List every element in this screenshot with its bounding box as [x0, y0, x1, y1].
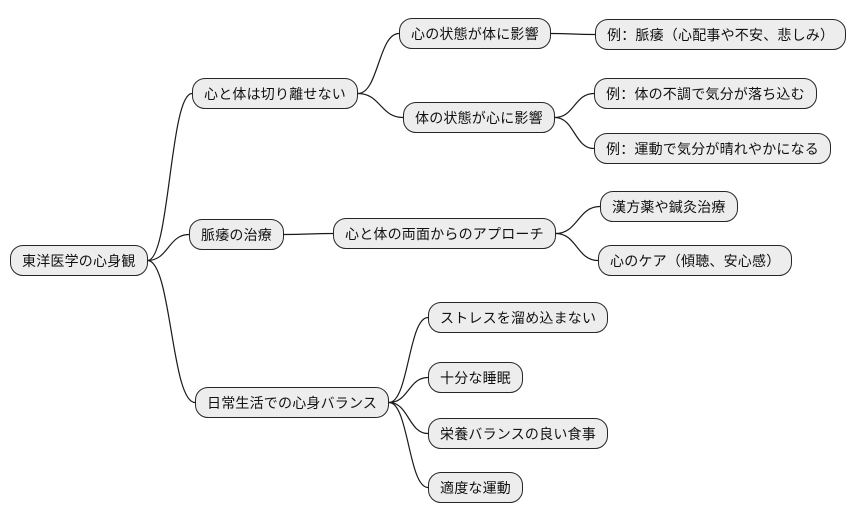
edge-root-to-n1 [147, 92, 193, 262]
edge-n2-1-to-n2-1-1 [555, 205, 601, 235]
node-label: 体の状態が心に影響 [415, 109, 543, 126]
edge-n1-2-to-n1-2-1 [554, 92, 595, 119]
node-label: 日常生活での心身バランス [207, 394, 378, 411]
mindmap-node-n1-2-2[interactable]: 例：運動で気分が晴れやかになる [594, 133, 831, 164]
mindmap-node-n2-1-1[interactable]: 漢方薬や鍼灸治療 [600, 191, 738, 222]
mindmap-node-n3-4[interactable]: 適度な運動 [428, 472, 523, 503]
node-label: 適度な運動 [440, 479, 511, 496]
edge-n3-to-n3-4 [388, 401, 429, 489]
edge-n1-to-n1-2 [357, 92, 404, 119]
node-label: ストレスを溜め込まない [440, 309, 597, 326]
mindmap-node-n2-1-2[interactable]: 心のケア（傾聴、安心感） [598, 245, 793, 276]
node-label: 心と体の両面からのアプローチ [345, 225, 544, 242]
mindmap-node-n3-2[interactable]: 十分な睡眠 [428, 362, 523, 393]
node-label: 東洋医学の心身観 [22, 252, 136, 269]
edge-n1-1-to-n1-1-1 [550, 32, 596, 36]
node-label: 漢方薬や鍼灸治療 [612, 198, 726, 215]
mindmap-node-n2-1[interactable]: 心と体の両面からのアプローチ [333, 218, 556, 249]
node-label: 栄養バランスの良い食事 [440, 425, 596, 442]
node-label: 心のケア（傾聴、安心感） [610, 252, 781, 269]
edge-n3-to-n3-2 [389, 376, 429, 404]
mindmap-node-n1-2[interactable]: 体の状態が心に影響 [403, 102, 555, 133]
node-label: 十分な睡眠 [440, 369, 511, 386]
mindmap-node-n1-1[interactable]: 心の状態が体に影響 [399, 18, 551, 49]
edge-n3-to-n3-3 [389, 401, 429, 435]
node-label: 例：運動で気分が晴れやかになる [606, 140, 819, 157]
mindmap-root-node[interactable]: 東洋医学の心身観 [10, 245, 148, 276]
edge-n1-2-to-n1-2-2 [554, 116, 595, 150]
mindmap-node-n3[interactable]: 日常生活での心身バランス [195, 387, 390, 418]
mindmap-node-n3-1[interactable]: ストレスを溜め込まない [428, 302, 609, 333]
mindmap-node-n3-3[interactable]: 栄養バランスの良い食事 [428, 418, 608, 449]
edge-n2-1-to-n2-1-2 [555, 232, 599, 262]
edge-root-to-n3 [147, 259, 196, 404]
edge-n1-to-n1-1 [357, 32, 400, 95]
node-label: 例：脈痿（心配事や不安、悲しみ） [607, 26, 835, 43]
mindmap-node-n2[interactable]: 脈痿の治療 [189, 219, 284, 250]
mindmap-node-n1[interactable]: 心と体は切り離せない [192, 78, 358, 109]
mindmap-node-n1-1-1[interactable]: 例：脈痿（心配事や不安、悲しみ） [595, 19, 847, 50]
node-label: 心と体は切り離せない [204, 85, 346, 102]
edge-root-to-n2 [147, 233, 190, 262]
edge-n3-to-n3-1 [388, 316, 429, 404]
node-label: 心の状態が体に影響 [411, 25, 539, 42]
mindmap-node-n1-2-1[interactable]: 例：体の不調で気分が落ち込む [594, 78, 817, 109]
node-label: 脈痿の治療 [201, 226, 272, 243]
edge-n2-to-n2-1 [283, 232, 334, 236]
node-label: 例：体の不調で気分が落ち込む [606, 85, 805, 102]
